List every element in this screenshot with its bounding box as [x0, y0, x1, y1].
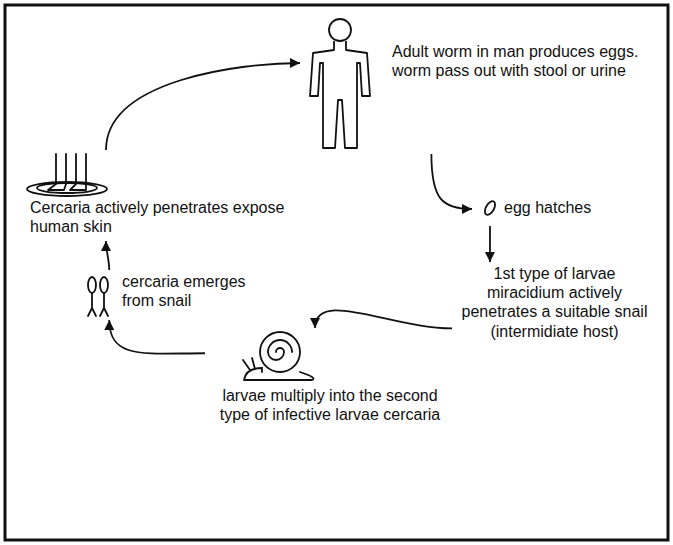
cycle-arrow: [106, 63, 300, 150]
stage-node: 1st type of larvae miracidium actively p…: [452, 262, 657, 345]
stage-node: cercaria emerges from snail: [80, 270, 275, 320]
cercaria-figure: [88, 277, 108, 316]
stage-node: Adult worm in man produces eggs. worm pa…: [300, 14, 665, 154]
frame-border: [5, 5, 668, 540]
stage-text: Adult worm in man produces eggs. worm pa…: [392, 42, 660, 80]
arrow-head: [485, 252, 495, 262]
egg-symbol: [483, 200, 497, 217]
stage-node: larvae multiply into the second type of …: [205, 328, 455, 429]
arrow-head: [310, 318, 320, 328]
human-figure: [310, 19, 370, 148]
stage-text: egg hatches: [504, 198, 619, 217]
stage-node: Cercaria actively penetrates expose huma…: [25, 150, 295, 241]
snail-figure: [243, 332, 314, 380]
arrow-head: [101, 241, 111, 251]
arrow-head: [462, 204, 472, 214]
cycle-arrow: [315, 310, 452, 328]
feet-in-water: [27, 154, 107, 196]
stage-text: cercaria emerges from snail: [122, 272, 272, 310]
stage-text: 1st type of larvae miracidium actively p…: [456, 264, 653, 341]
arrow-head: [104, 320, 114, 330]
stage-text: Cercaria actively penetrates expose huma…: [30, 198, 292, 236]
arrow-head: [290, 58, 300, 68]
stage-text: larvae multiply into the second type of …: [210, 386, 450, 424]
cycle-arrow: [109, 320, 205, 354]
cycle-arrow: [431, 154, 472, 209]
stage-node: egg hatches: [472, 192, 622, 226]
